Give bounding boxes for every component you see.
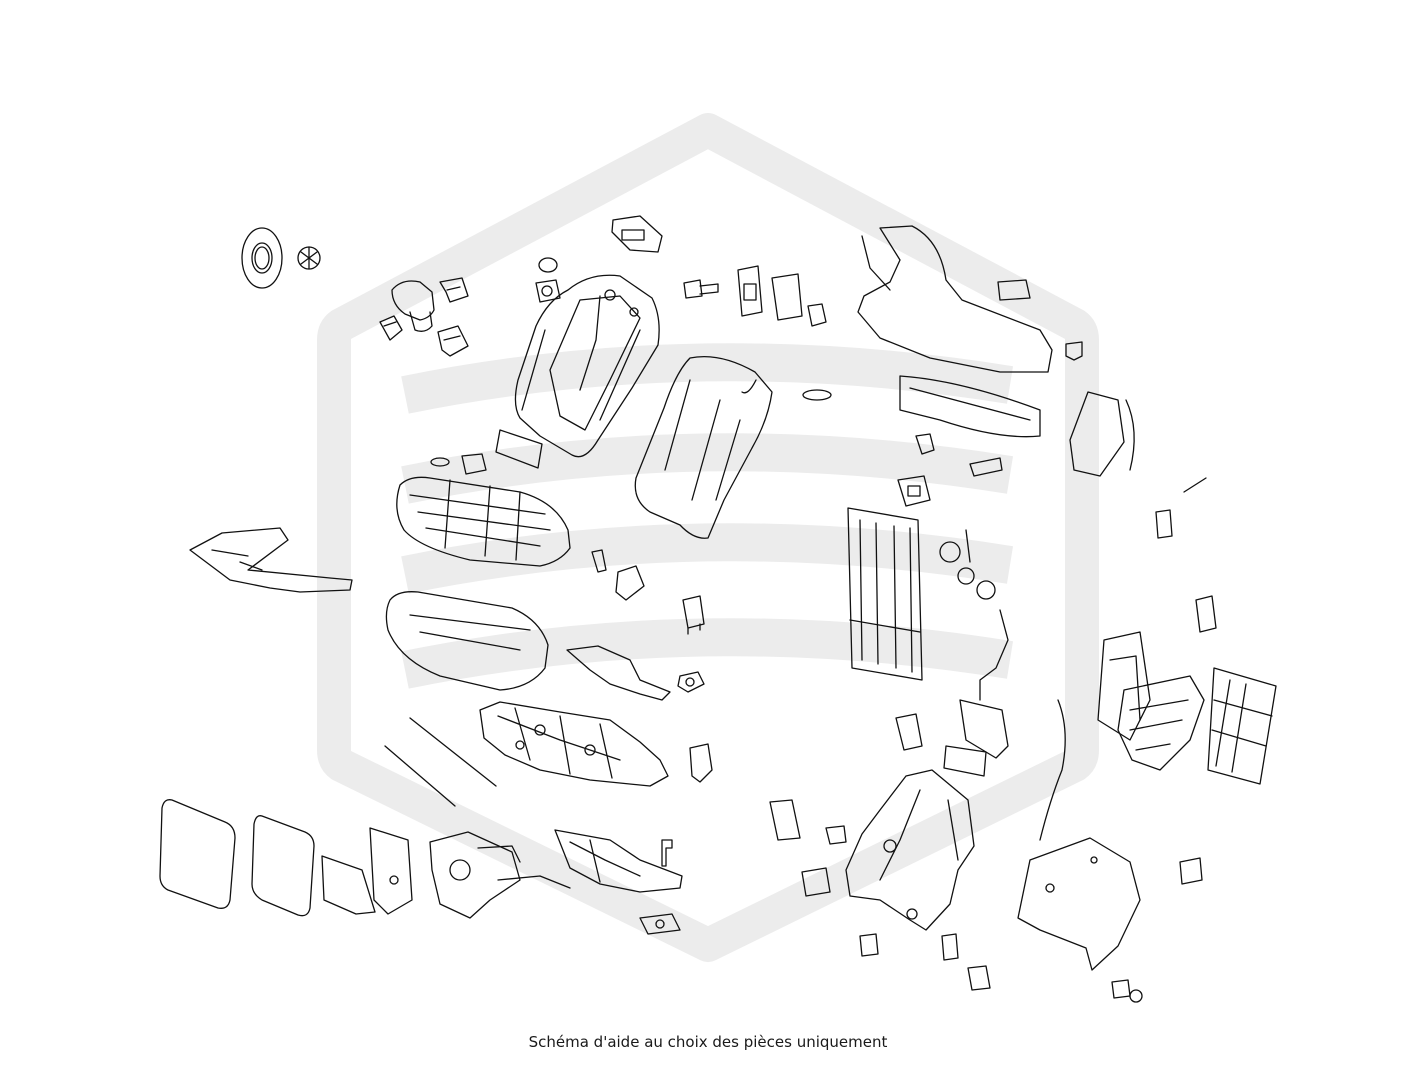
trim-label-strip[interactable]: [496, 430, 542, 468]
side-shield-front[interactable]: [160, 800, 235, 909]
seat-cushion-cover[interactable]: [397, 454, 570, 566]
seat-pan-cover[interactable]: [1018, 838, 1140, 970]
side-shield-rear[interactable]: [252, 816, 314, 916]
headrest-guide-sleeve[interactable]: [392, 281, 434, 331]
bolt-c[interactable]: [770, 800, 990, 990]
recliner-mechanism[interactable]: [430, 832, 570, 918]
connector-plug[interactable]: [536, 280, 560, 302]
backrest-frame[interactable]: [846, 770, 974, 930]
tension-rod-a[interactable]: [410, 718, 496, 786]
seat-side-panel[interactable]: [322, 828, 412, 914]
nut-b[interactable]: [808, 304, 826, 326]
backrest-rear-panel[interactable]: [858, 226, 1082, 372]
trim-clip-c[interactable]: [612, 216, 662, 252]
spacer-plate[interactable]: [640, 914, 680, 934]
cushion-support-panel[interactable]: [567, 646, 670, 700]
trim-clip-b[interactable]: [438, 326, 468, 356]
headrest-clip[interactable]: [440, 278, 468, 302]
foam-button[interactable]: [803, 390, 831, 400]
tension-rod-b[interactable]: [385, 746, 455, 806]
diagram-caption: Schéma d'aide au choix des pièces unique…: [528, 1033, 888, 1051]
recliner-bracket[interactable]: [690, 744, 712, 782]
side-clip[interactable]: [592, 550, 644, 600]
seat-motor[interactable]: [940, 530, 995, 599]
cushion-side-trim[interactable]: [190, 528, 352, 592]
seat-track-right[interactable]: [1118, 676, 1204, 770]
side-cover-cap[interactable]: [1208, 668, 1276, 784]
hexagon-logo-watermark: [317, 113, 1099, 962]
airbag-connector[interactable]: [898, 434, 1002, 506]
bolt-a[interactable]: [662, 840, 672, 866]
wiring-harness[interactable]: [980, 400, 1134, 840]
grommet-b[interactable]: [1112, 980, 1142, 1002]
headrest-grommet[interactable]: [298, 247, 320, 269]
seat-back-cover[interactable]: [515, 275, 659, 456]
bolt-b[interactable]: [684, 280, 718, 298]
nut-a[interactable]: [678, 672, 704, 692]
seat-bracket-plate[interactable]: [1070, 392, 1124, 476]
seat-track-left[interactable]: [1098, 632, 1150, 740]
lumbar-support-module[interactable]: [900, 376, 1040, 437]
switch-control-unit[interactable]: [738, 266, 802, 320]
backrest-heating-mat[interactable]: [848, 508, 922, 680]
connector-ring[interactable]: [539, 258, 557, 272]
seat-rail-bracket[interactable]: [555, 830, 682, 892]
seat-cushion-foam[interactable]: [386, 592, 548, 690]
trim-clip-a[interactable]: [380, 316, 402, 340]
headrest-bezel-ring[interactable]: [242, 228, 282, 288]
control-switch[interactable]: [1156, 478, 1216, 884]
backrest-foam-pad[interactable]: [635, 357, 772, 539]
seat-cushion-frame[interactable]: [480, 702, 668, 786]
seat-pan-panel[interactable]: [896, 700, 1008, 776]
connector-module[interactable]: [683, 596, 704, 634]
